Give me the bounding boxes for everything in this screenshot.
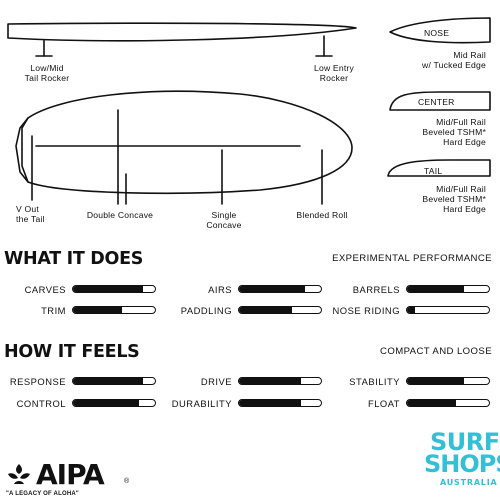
rocker-profile — [7, 22, 357, 42]
metric-bar — [238, 377, 322, 385]
surf-shops-logo-line2[interactable]: SHOPS — [424, 450, 500, 478]
metric-bar-fill — [239, 286, 305, 292]
metric-bar — [406, 377, 490, 385]
metric-label: RESPONSE — [9, 376, 66, 387]
metric-label: AIRS — [208, 284, 232, 295]
aipa-emblem-icon — [8, 464, 30, 484]
v-out-label: V Out the Tail — [16, 204, 45, 224]
board-outline — [15, 90, 353, 195]
tail-rocker-label: Low/Mid Tail Rocker — [24, 63, 70, 83]
metric-bar-fill — [73, 286, 143, 292]
metric-label: TRIM — [41, 305, 66, 316]
metric-bar — [406, 306, 490, 314]
metric-bar — [72, 399, 156, 407]
center-rail-shape — [389, 91, 491, 111]
metric-bar — [406, 285, 490, 293]
how-it-feels-subtitle: COMPACT AND LOOSE — [380, 346, 492, 357]
metric-bar-fill — [407, 378, 465, 384]
metric-bar-fill — [239, 307, 293, 313]
aipa-logo[interactable]: AIPA — [36, 458, 105, 491]
metric-label: CONTROL — [16, 398, 66, 409]
metric-bar — [238, 399, 322, 407]
nose-rail-shape — [389, 17, 491, 44]
metric-label: PADDLING — [180, 305, 232, 316]
tagline: "A LEGACY OF ALOHA" — [6, 491, 79, 497]
center-rail-title: CENTER — [418, 97, 455, 107]
metric-bar — [72, 285, 156, 293]
metric-bar-fill — [407, 400, 457, 406]
metric-label: CARVES — [24, 284, 66, 295]
metric-bar — [406, 399, 490, 407]
metric-bar-fill — [239, 400, 301, 406]
surf-shops-logo-line1[interactable]: SURF — [430, 428, 500, 456]
nose-rocker-label: Low Entry Rocker — [313, 63, 354, 83]
what-it-does-title: WHAT IT DOES — [4, 249, 144, 269]
metric-bar-fill — [407, 286, 465, 292]
center-rail-desc: Mid/Full Rail Beveled TSHM* Hard Edge — [422, 117, 486, 147]
metric-bar-fill — [407, 307, 416, 313]
metric-label: BARRELS — [352, 284, 400, 295]
board-diagram — [7, 17, 491, 205]
metric-label: NOSE RIDING — [332, 305, 400, 316]
double-concave-label: Double Concave — [86, 210, 154, 220]
metric-bar-fill — [73, 400, 139, 406]
tail-rail-desc: Mid/Full Rail Beveled TSHM* Hard Edge — [422, 184, 486, 214]
metric-bar-fill — [239, 378, 301, 384]
metric-label: DURABILITY — [171, 398, 232, 409]
metric-bar — [72, 306, 156, 314]
registered-mark: ® — [124, 478, 130, 485]
metric-bar-fill — [73, 307, 123, 313]
tail-rail-shape — [387, 159, 491, 177]
metric-label: DRIVE — [200, 376, 232, 387]
metric-bar — [238, 306, 322, 314]
nose-rail-title: NOSE — [424, 28, 450, 38]
metric-label: FLOAT — [367, 398, 400, 409]
what-it-does-subtitle: EXPERIMENTAL PERFORMANCE — [332, 253, 492, 264]
single-concave-label: Single Concave — [206, 210, 242, 230]
tail-detail — [21, 117, 29, 183]
tail-rail-title: TAIL — [424, 166, 443, 176]
metric-bar-fill — [73, 378, 143, 384]
metric-label: STABILITY — [349, 376, 400, 387]
blended-roll-label: Blended Roll — [296, 210, 348, 220]
nose-rail-desc: Mid Rail w/ Tucked Edge — [422, 50, 486, 70]
metric-bar — [238, 285, 322, 293]
how-it-feels-title: HOW IT FEELS — [4, 342, 140, 362]
metric-bar — [72, 377, 156, 385]
surf-shops-logo-line3: AUSTRALIA — [440, 478, 498, 487]
